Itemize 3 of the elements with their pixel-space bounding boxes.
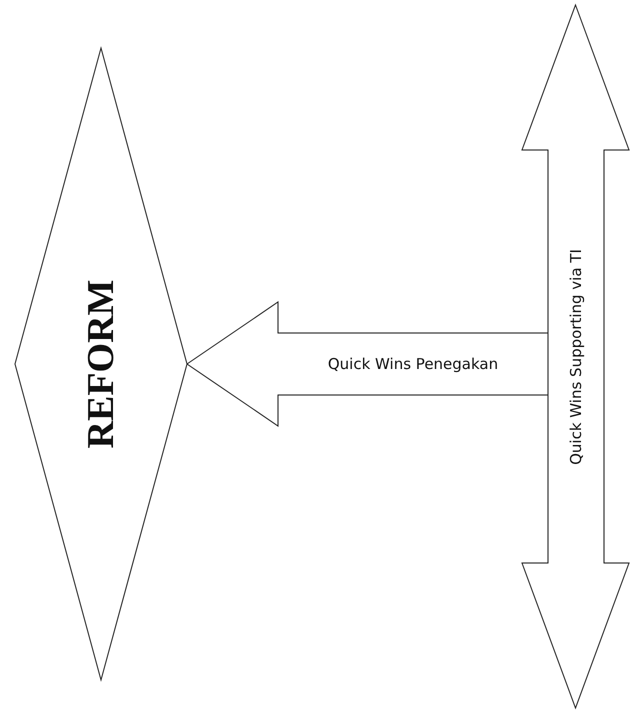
edge-label: Quick Wins Penegakan	[328, 355, 498, 373]
arrow-label: Quick Wins Supporting via TI	[567, 248, 585, 464]
diamond-label: REFORM	[79, 280, 123, 448]
